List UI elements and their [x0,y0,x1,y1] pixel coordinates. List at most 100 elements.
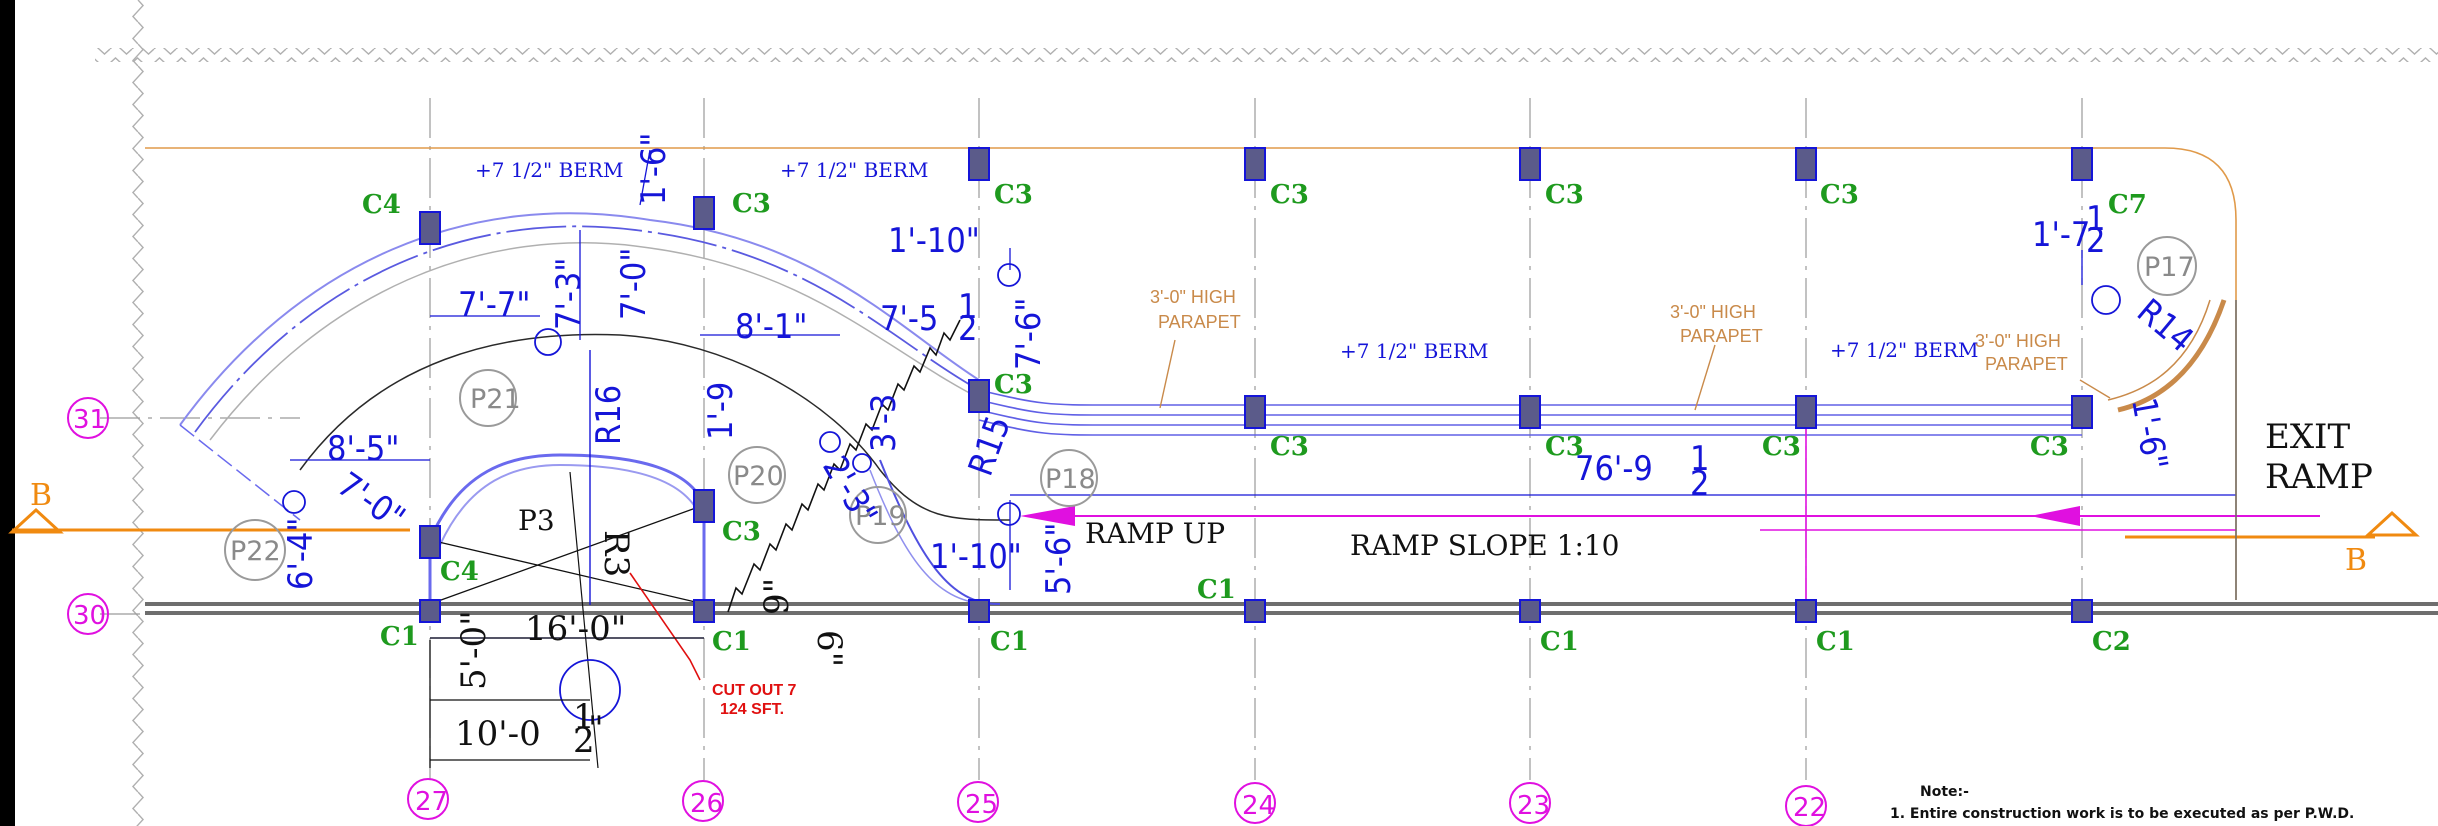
grid-number-27: 27 [415,787,448,817]
dim-1-6-b: 1'-6" [2123,395,2175,473]
parapet-label-3a: 3'-0" HIGH [1975,331,2061,351]
note-title: Note:- [1920,784,1969,800]
berm-label-3: +7 1/2" BERM [1340,339,1488,363]
inner-curve-r16 [299,333,1011,521]
cutout-label-2: 124 SFT. [720,701,784,718]
dim-5-0: 5'-0" [454,610,494,690]
column-label-c1-c: C1 [990,627,1029,657]
corner-parapet-inner [2107,299,2211,401]
section-mark-right: B [2345,543,2367,578]
dim-16-0: 16'-0" [525,609,626,649]
row-number-30: 30 [73,601,106,631]
dim-5-6: 5'-6" [1039,523,1079,595]
panel-label-p17: P17 [2144,252,2195,283]
frac-76-9-den: 2 [1690,464,1709,504]
panel-label-p21: P21 [470,384,521,415]
dim-10-0: 10'-0 [455,714,541,754]
column-label-c4-top: C4 [362,190,401,220]
dim-1-6: 1'-6" [634,133,674,205]
panel-circles [224,236,2197,581]
frac-10-0-den: 2 [573,721,595,761]
dim-1-9: 1'-9 [701,382,741,440]
parapet-label-1a: 3'-0" HIGH [1150,287,1236,307]
break-zigzag [727,319,961,613]
panel-label-p20: P20 [733,461,784,492]
berm-label-1: +7 1/2" BERM [475,158,623,182]
bottom-left-dims [429,637,704,768]
grid-bubbles [67,397,1827,826]
s-curve-lower-2 [869,469,986,605]
sheet-border [0,0,15,826]
row-number-31: 31 [73,405,106,435]
column-label-c3-e: C3 [1820,180,1859,210]
column-label-c3-g: C3 [1270,432,1309,462]
dim-1-7: 1'-7 [2032,215,2090,255]
dim-8-5: 8'-5" [327,429,399,469]
column-label-c1-a: C1 [380,622,419,652]
column-label-c1-f: C1 [1816,627,1855,657]
grid-number-23: 23 [1517,791,1550,821]
panel-label-p3: P3 [518,504,555,537]
parapet-label-2a: 3'-0" HIGH [1670,302,1756,322]
dim-7-0-a: 7'-0" [614,248,654,320]
dim-r14: R14 [2129,291,2201,360]
dim-1-10-a: 1'-10" [888,221,980,261]
dim-r3: R3 [596,530,636,577]
frac-7-5-den: 2 [958,309,977,349]
parapet-leaders [1159,339,2111,411]
ramp-up-label: RAMP UP [1085,517,1225,550]
frac-10-0-num: 1 [573,697,595,737]
column-label-c3-j: C3 [2030,432,2069,462]
frac-1-7-num: 1 [2086,199,2105,239]
dim-r15: R15 [961,411,1019,481]
berm-label-4: +7 1/2" BERM [1830,338,1978,362]
berm-label-2: +7 1/2" BERM [780,158,928,182]
corner-parapet [2117,299,2227,413]
cutout-label-1: CUT OUT 7 [712,682,797,699]
grid-number-22: 22 [1793,793,1826,823]
ramp-boundary [145,147,2237,600]
dim-1-10-b: 1'-10" [930,537,1022,577]
column-label-c3-f: C3 [994,370,1033,400]
column-label-c1-e: C1 [1540,627,1579,657]
column-label-c3-k: C3 [722,517,761,547]
detail-circles [282,263,2121,721]
column-label-c3-i: C3 [1762,432,1801,462]
column-label-c1-b: C1 [712,627,751,657]
frac-7-5-num: 1 [958,287,977,327]
parapet-label-1b: PARAPET [1158,312,1241,332]
cutout-leader [629,572,701,681]
frac-10-0-inch: " [588,709,604,749]
dim-9: 9" [757,578,797,615]
dim-6: 6" [809,630,849,667]
curved-berm-upper [179,212,980,521]
grid-number-26: 26 [690,789,723,819]
frac-76-9-num: 1 [1690,439,1709,479]
dim-8-1: 8'-1" [735,307,807,347]
dim-3-3: 3'-3 [864,394,904,452]
dim-7-0-b: 7'-0" [330,465,412,539]
column-label-c7: C7 [2108,190,2147,220]
dim-6-4: 6'-4" [281,518,321,590]
frac-1-7-den: 2 [2086,221,2105,261]
grid-30-line [145,602,2438,615]
grid-number-25: 25 [965,790,998,820]
grid-number-24: 24 [1242,791,1275,821]
parapet-label-3b: PARAPET [1985,354,2068,374]
left-breakline [131,0,145,826]
dim-7-6: 7'-6" [1009,298,1049,370]
panel-label-p18: P18 [1045,464,1096,495]
panel-label-p22: P22 [230,536,281,567]
dim-r16: R16 [589,385,629,445]
exit-label-line2: RAMP [2265,457,2373,497]
ramp-berm-lines [978,389,2082,436]
column-label-c3-d: C3 [1545,180,1584,210]
column-label-c3-b: C3 [994,180,1033,210]
top-breakline [95,48,2438,62]
columns [419,147,2093,623]
column-label-c3-a: C3 [732,189,771,219]
ramp-slope-label: RAMP SLOPE 1:10 [1350,529,1620,562]
ramp-direction-arrow [1020,506,2320,526]
